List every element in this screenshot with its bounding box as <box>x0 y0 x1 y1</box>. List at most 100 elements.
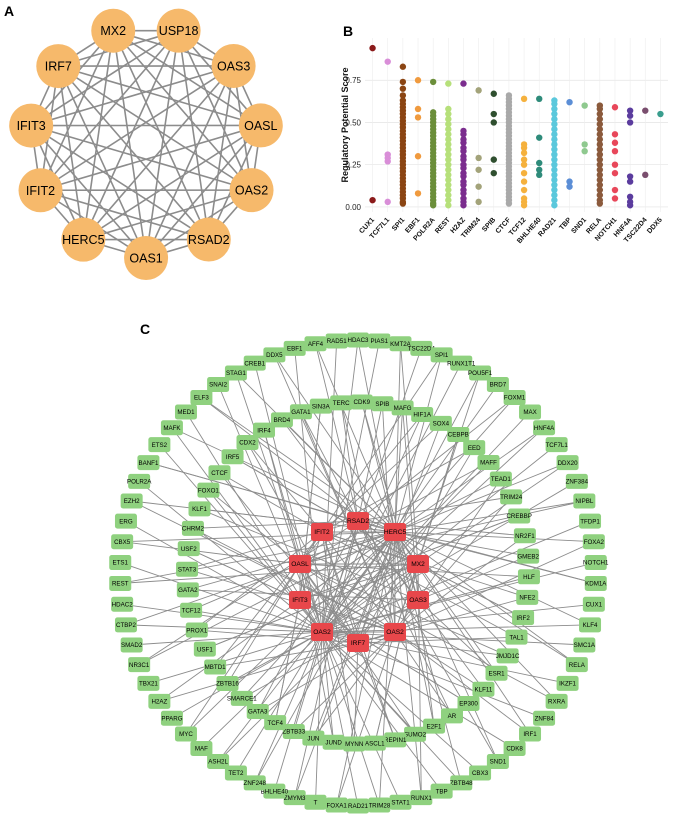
panel-c-node-label: HNF4A <box>534 425 555 432</box>
tf-node-ascl1: ASCL1 <box>363 735 386 751</box>
panel-c-edge <box>394 500 585 533</box>
panel-c-edge <box>254 531 396 784</box>
panel-c-node-box <box>384 523 406 541</box>
tf-node-pias1: PIAS1 <box>368 333 391 349</box>
panel-c-edge <box>235 631 323 774</box>
chart-point-rad21 <box>551 176 558 184</box>
panel-a-edge <box>177 30 253 191</box>
chart-point-rest <box>445 80 452 87</box>
tf-node-ash2l: ASH2L <box>207 754 230 770</box>
panel-c-node-label: RAD21 <box>348 803 369 810</box>
panel-c-node-box <box>283 340 306 356</box>
panel-c-node-box <box>304 336 327 352</box>
panel-a-node-label: RSAD2 <box>188 233 230 247</box>
panel-c-node-box <box>517 569 540 585</box>
chart-point-tsc22d4 <box>642 171 649 179</box>
panel-c-node-label: PPARG <box>161 715 182 722</box>
panel-c-node-label: TCF12 <box>182 607 201 614</box>
panel-c-edge <box>394 354 443 533</box>
chart-point-spi1 <box>399 63 407 70</box>
chart-point-trim24 <box>475 198 482 206</box>
tf-node-tal1: TAL1 <box>505 629 528 645</box>
hub-node-oas2: OAS2 <box>384 623 406 641</box>
panel-a-edge <box>30 125 147 259</box>
panel-c-node-label: CBX5 <box>114 539 131 546</box>
panel-c-node-label: NOTCH1 <box>583 560 609 567</box>
panel-a-node-mx2: MX2 <box>91 8 136 53</box>
chart-point-h2az <box>460 181 467 189</box>
panel-c-node-label: ELF3 <box>194 395 209 402</box>
tf-node-zbtb16: ZBTB16 <box>216 676 239 692</box>
tf-node-hif1a: HIF1A <box>411 407 434 423</box>
tf-node-tead1: TEAD1 <box>489 471 512 487</box>
chart-point-notch1 <box>611 147 619 155</box>
panel-c-node-label: AFF4 <box>308 341 324 348</box>
panel-c-edge <box>321 384 499 633</box>
panel-c-edge <box>321 340 380 633</box>
chart-point-rad21 <box>551 181 558 189</box>
tf-node-sumo2: SUMO2 <box>404 726 427 742</box>
hub-node-herc5: HERC5 <box>384 523 407 541</box>
chart-y-tick-label: 0.75 <box>345 76 361 85</box>
panel-c-node-box <box>450 355 473 371</box>
panel-c-node-label: SOX4 <box>433 421 450 428</box>
chart-point-ebf1 <box>414 153 422 160</box>
tf-node-stat1: STAT1 <box>389 794 412 810</box>
panel-c-edge <box>357 397 515 522</box>
hub-node-oasl: OASL <box>289 555 311 573</box>
hub-node-ifit2: IFIT2 <box>311 523 333 541</box>
panel-c-node-box <box>304 794 327 810</box>
panel-c-node-box <box>181 520 204 536</box>
panel-c-node-label: JUND <box>325 739 342 746</box>
panel-c-edge <box>321 481 578 633</box>
tf-node-e2f1: E2F1 <box>423 718 446 734</box>
panel-c-node-box <box>368 797 391 813</box>
chart-point-rela <box>596 161 604 168</box>
panel-c-node-box <box>197 482 220 498</box>
panel-c-node-box <box>363 735 386 751</box>
panel-c-edge <box>394 531 435 727</box>
tf-node-jmjd1c: JMJD1C <box>496 648 520 664</box>
tf-node-sin3a: SIN3A <box>309 398 332 414</box>
panel-c-node-box <box>469 765 492 781</box>
chart-point-h2az <box>460 190 467 197</box>
panel-c-node-label: POU5F1 <box>468 370 493 377</box>
chart-point-hnf4a <box>626 178 634 185</box>
panel-c-node-label: TRIM28 <box>368 802 391 809</box>
panel-c-edge <box>417 555 529 601</box>
chart-point-tcf12 <box>520 161 528 168</box>
tf-node-smarce1: SMARCE1 <box>227 690 257 706</box>
panel-c-edge <box>357 339 396 533</box>
chart-point-rest <box>445 176 452 184</box>
tf-node-chrm2: CHRM2 <box>181 520 204 536</box>
chart-y-tick-label: 0.50 <box>345 118 361 127</box>
panel-c-node-label: BHLHE40 <box>261 788 289 795</box>
panel-a-edge <box>30 124 210 241</box>
panel-c-edge <box>321 631 401 803</box>
tf-node-t: T <box>304 794 327 810</box>
panel-c-node-label: SND1 <box>490 759 507 766</box>
tf-node-polr2a: POLR2A <box>127 473 152 489</box>
tf-node-stat3: STAT3 <box>176 561 199 577</box>
panel-a-node-circle <box>156 8 201 53</box>
panel-c-edge <box>394 397 515 533</box>
panel-c-edge <box>131 500 396 633</box>
chart-point-rad21 <box>551 186 558 194</box>
panel-c-node-label: PROX1 <box>186 627 208 634</box>
panel-c-node-box <box>111 596 134 612</box>
chart-point-rest <box>445 186 452 194</box>
panel-c-edge <box>294 520 359 798</box>
chart-point-notch1 <box>611 169 619 177</box>
chart-y-ticks: 0.000.250.500.75 <box>345 76 361 212</box>
panel-a-node-label: USP18 <box>159 24 199 38</box>
panel-c-node-box <box>384 732 407 748</box>
panel-c-node-box <box>368 333 391 349</box>
chart-point-tcf12 <box>520 186 528 194</box>
panel-c-edge <box>321 631 359 807</box>
panel-c-node-box <box>282 723 305 739</box>
panel-c-node-label: MYNN <box>345 741 363 748</box>
panel-c-edge <box>394 478 502 533</box>
panel-a-node-usp18: USP18 <box>156 8 201 53</box>
chart-point-rela <box>596 115 604 123</box>
panel-c-node-box <box>519 726 542 742</box>
